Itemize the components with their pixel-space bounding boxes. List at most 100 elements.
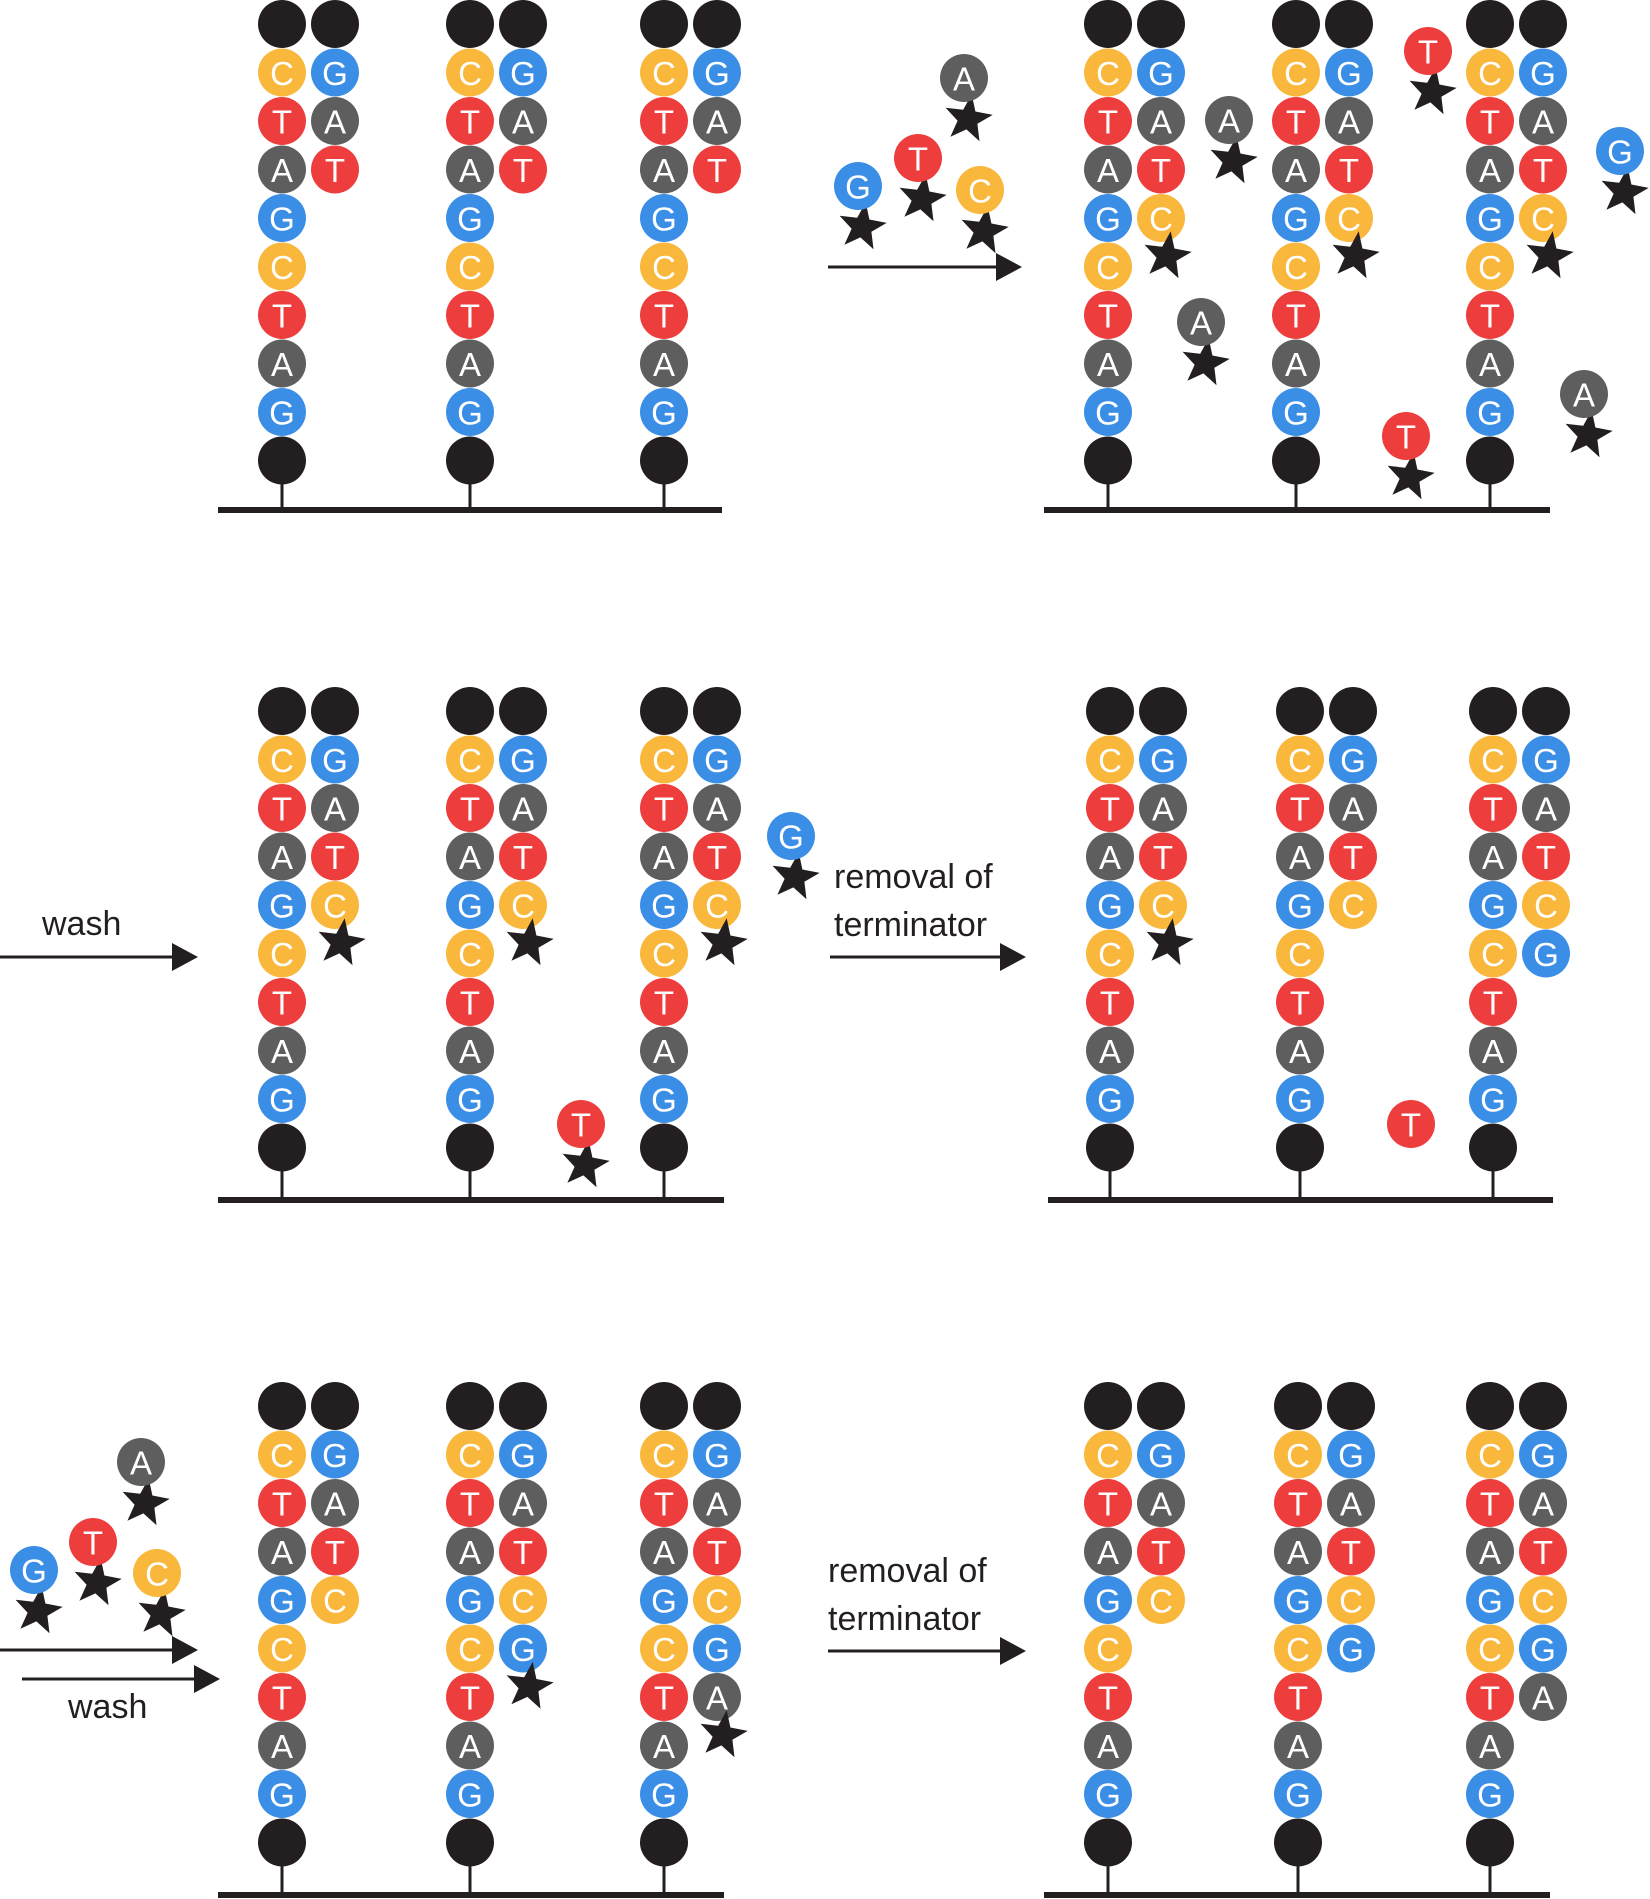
template-nucleotide: A <box>640 145 688 194</box>
primer-nucleotide: G <box>311 48 359 97</box>
primer-top-bead <box>1329 687 1377 735</box>
strand-top-bead <box>446 0 494 48</box>
template-nucleotide: G <box>640 194 688 242</box>
nucleotide-letter: A <box>1099 839 1121 876</box>
nucleotide-circle <box>258 339 306 388</box>
nucleotide-circle <box>640 339 688 388</box>
primer-top-bead <box>311 1382 359 1430</box>
template-nucleotide: C <box>1086 929 1134 978</box>
arrowhead-wash-2 <box>194 1665 220 1693</box>
nucleotide-letter: C <box>1096 55 1120 92</box>
nucleotide-letter: C <box>270 1437 294 1474</box>
template-nucleotide: T <box>1274 1673 1322 1721</box>
nucleotide-circle <box>1469 1075 1517 1123</box>
primer-top-bead <box>1137 0 1185 48</box>
nucleotide-circle <box>1272 97 1320 145</box>
terminator-star-icon <box>318 918 366 966</box>
template-nucleotide: G <box>1466 388 1514 436</box>
template-nucleotide: A <box>1469 1026 1517 1075</box>
nucleotide-circle <box>446 832 494 881</box>
nucleotide-letter: A <box>1150 1486 1172 1523</box>
nucleotide-circle <box>1274 1527 1322 1576</box>
nucleotide-circle <box>258 145 306 194</box>
nucleotide-letter: A <box>653 346 675 383</box>
arrowhead-removal-1 <box>1000 943 1026 971</box>
nucleotide-letter: G <box>1338 1631 1364 1668</box>
terminator-star-icon <box>1565 410 1613 458</box>
nucleotide-circle <box>258 1721 306 1770</box>
nucleotide-circle <box>258 194 306 242</box>
template-nucleotide: T <box>446 784 494 832</box>
template-nucleotide: A <box>1084 1527 1132 1576</box>
nucleotide-circle <box>640 784 688 832</box>
nucleotide-letter: A <box>271 152 293 189</box>
template-nucleotide: C <box>1272 48 1320 97</box>
nucleotide-letter: A <box>271 1033 293 1070</box>
nucleotide-letter: T <box>513 839 533 876</box>
terminator-star-icon <box>772 852 820 900</box>
nucleotide-circle <box>1466 291 1514 339</box>
nucleotide-circle <box>258 784 306 832</box>
strand-anchor-bead <box>1276 1123 1324 1172</box>
nucleotide-circle <box>1519 1430 1567 1479</box>
template-nucleotide: A <box>258 1527 306 1576</box>
nucleotide-letter: T <box>1290 791 1310 828</box>
template-nucleotide: A <box>258 1026 306 1075</box>
free-nucleotide: T <box>1382 412 1435 500</box>
nucleotide-circle <box>1084 48 1132 97</box>
nucleotide-letter: T <box>1341 1534 1361 1571</box>
nucleotide-circle <box>1137 145 1185 194</box>
template-nucleotide: A <box>1276 832 1324 881</box>
terminator-star-icon <box>899 174 947 222</box>
strand-anchor-bead <box>1274 1818 1322 1867</box>
template-nucleotide: G <box>258 1075 306 1123</box>
nucleotide-letter: A <box>459 346 481 383</box>
nucleotide-circle <box>446 291 494 339</box>
primer-top-bead <box>1522 687 1570 735</box>
primer-nucleotide: T <box>1329 832 1377 881</box>
nucleotide-letter: A <box>459 1534 481 1571</box>
template-nucleotide: G <box>1272 388 1320 436</box>
nucleotide-letter: T <box>1151 1534 1171 1571</box>
template-nucleotide: T <box>258 1479 306 1527</box>
free-nucleotide: C <box>956 166 1009 254</box>
strand-anchor-bead <box>258 1123 306 1172</box>
nucleotide-letter: C <box>1096 1437 1120 1474</box>
nucleotide-letter: G <box>510 55 536 92</box>
nucleotide-circle <box>1469 1026 1517 1075</box>
nucleotide-letter: A <box>1482 1033 1504 1070</box>
free-nucleotide-circle: G <box>834 162 882 210</box>
nucleotide-circle <box>311 881 359 929</box>
nucleotide-letter: A <box>653 1728 675 1765</box>
nucleotide-letter: G <box>1095 1777 1121 1814</box>
nucleotide-circle <box>446 97 494 145</box>
terminator-star-icon <box>562 1140 610 1188</box>
nucleotide-letter: A <box>1097 346 1119 383</box>
strand-anchor-bead <box>1466 436 1514 485</box>
incorporated-nucleotide: A <box>693 1673 741 1721</box>
terminator-star-icon <box>1387 452 1435 500</box>
template-nucleotide: T <box>1466 1673 1514 1721</box>
template-nucleotide: T <box>1272 291 1320 339</box>
primer-nucleotide: G <box>1329 735 1377 784</box>
primer-nucleotide: T <box>311 1527 359 1576</box>
nucleotide-circle <box>1086 735 1134 784</box>
primer-nucleotide: A <box>1325 97 1373 145</box>
nucleotide-circle <box>446 388 494 436</box>
nucleotide-letter: G <box>269 1583 295 1620</box>
strand-top-bead <box>258 687 306 735</box>
template-nucleotide: A <box>1466 1721 1514 1770</box>
strand-top-bead <box>446 1382 494 1430</box>
nucleotide-letter: A <box>512 791 534 828</box>
nucleotide-circle <box>693 1576 741 1624</box>
nucleotide-circle <box>1466 242 1514 291</box>
terminator-star-icon <box>138 1589 186 1637</box>
nucleotide-circle <box>1274 1479 1322 1527</box>
free-nucleotide-circle: T <box>1382 412 1430 460</box>
nucleotide-letter: C <box>458 742 482 779</box>
nucleotide-letter: A <box>1479 1534 1501 1571</box>
template-nucleotide: T <box>446 97 494 145</box>
terminator-star-icon <box>1601 167 1649 215</box>
